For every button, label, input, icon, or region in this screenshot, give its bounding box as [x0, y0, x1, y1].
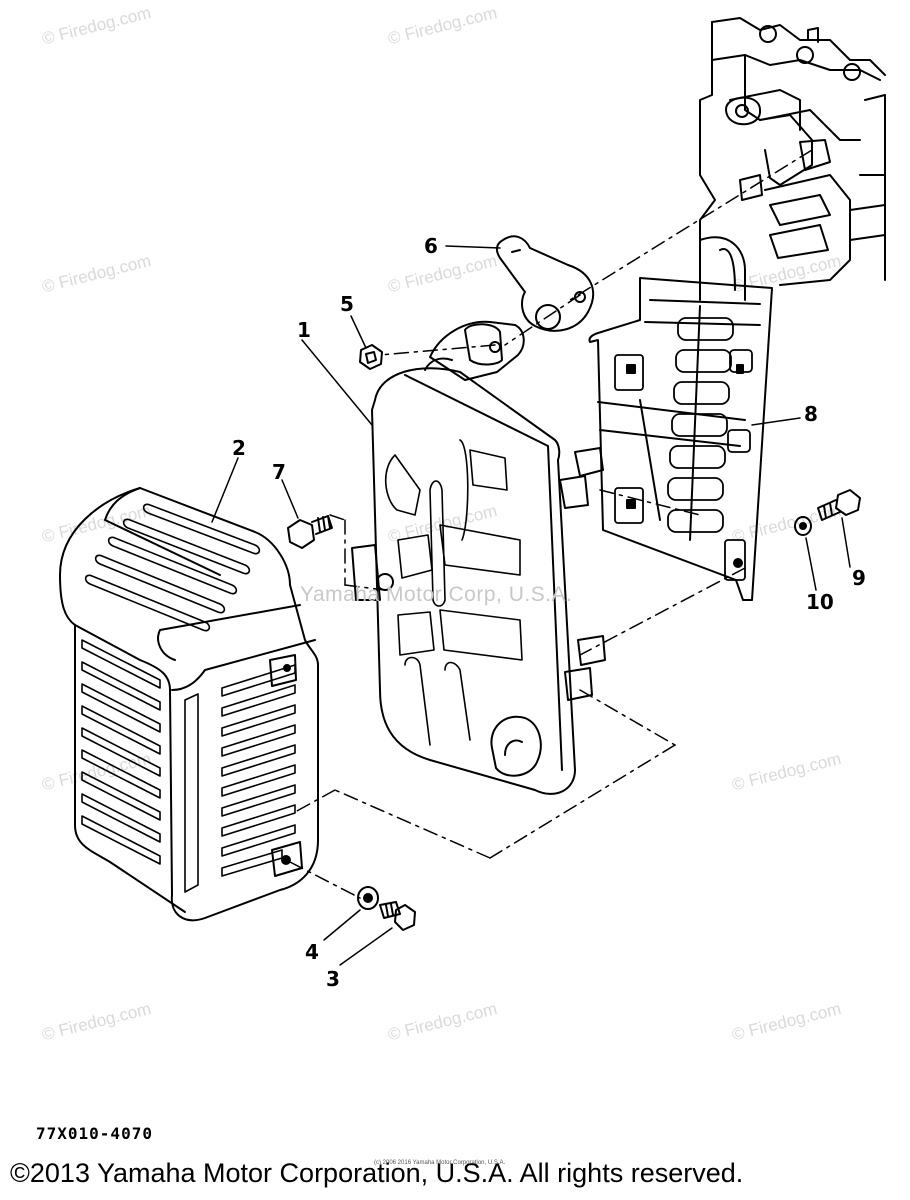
- muffler-cover-part: [59, 487, 319, 922]
- callout-1: 1: [297, 318, 311, 342]
- callout-10: 10: [806, 590, 834, 614]
- bolt-shield-part: [817, 489, 861, 521]
- cover-front-slots: [81, 639, 199, 893]
- callout-4: 4: [305, 940, 319, 964]
- watermark-center-text: Yamaha Motor Corp, U.S.A.: [300, 583, 573, 606]
- washer-lower-part: [357, 886, 379, 910]
- nut-part: [359, 344, 383, 370]
- part-code: 77X010-4070: [36, 1124, 153, 1143]
- engine-block: [699, 17, 886, 301]
- bolt-cover-part: [287, 515, 333, 549]
- callout-6: 6: [424, 234, 438, 258]
- callout-5: 5: [340, 292, 354, 316]
- heat-shield-slots: [614, 317, 753, 581]
- alignment-lines: [289, 149, 813, 899]
- muffler-part: [351, 320, 606, 795]
- small-copyright-note: (c) 2006 2016 Yamaha Motor Corporation, …: [374, 1160, 506, 1166]
- bolt-lower-part: [379, 901, 416, 931]
- heat-shield-part: [588, 277, 773, 601]
- leader-lines: [211, 245, 851, 966]
- gasket-part: [495, 235, 595, 332]
- cover-side-slots: [221, 664, 296, 877]
- muffler-emboss: [384, 439, 523, 746]
- callout-8: 8: [804, 402, 818, 426]
- callout-9: 9: [852, 566, 866, 590]
- callout-2: 2: [232, 436, 246, 460]
- callout-7: 7: [272, 460, 286, 484]
- cover-top-slots: [84, 503, 261, 632]
- copyright-line: ©2013 Yamaha Motor Corporation, U.S.A. A…: [10, 1158, 744, 1188]
- washer-shield-part: [794, 516, 812, 536]
- callout-3: 3: [326, 967, 340, 991]
